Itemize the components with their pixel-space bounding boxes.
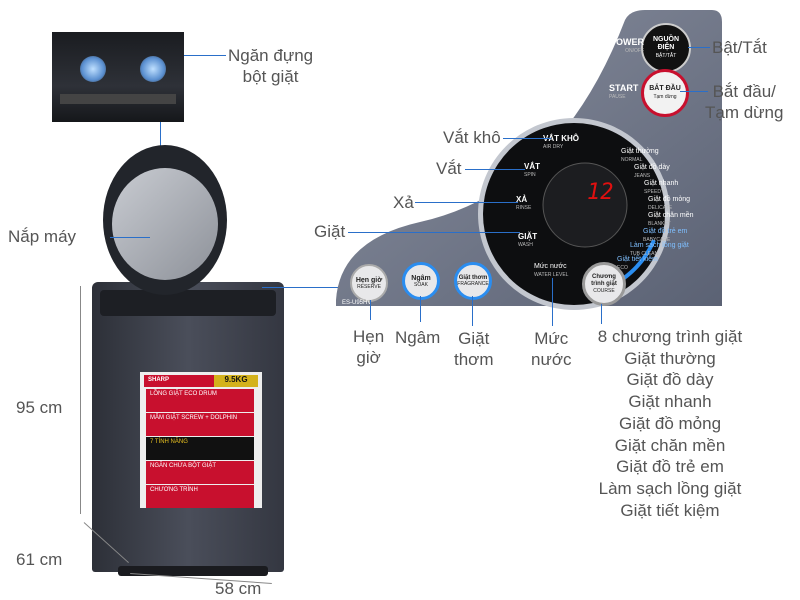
drawer-edge bbox=[60, 94, 176, 104]
height-label: 95 cm bbox=[16, 398, 63, 417]
brand-bar: SHARP 9.5KG bbox=[144, 375, 258, 387]
callout-line bbox=[465, 169, 525, 170]
height-dimension-line bbox=[80, 286, 81, 514]
label-section: MÂM GIẶT SCREW + DOLPHIN bbox=[146, 413, 254, 436]
course-callout-item: Giặt đồ trẻ em bbox=[616, 457, 724, 477]
label-section: LỒNG GIẶT ECO DRUM bbox=[146, 389, 254, 412]
callout-line bbox=[503, 138, 551, 139]
start-callout: Bắt đầu/Tạm dừng bbox=[705, 82, 784, 122]
machine-top-opening bbox=[100, 290, 276, 316]
lid-label: Nắp máy bbox=[8, 227, 77, 246]
callout-line bbox=[688, 47, 710, 48]
course-callout-item: Giặt chăn mền bbox=[614, 435, 726, 455]
callout-line bbox=[552, 278, 553, 326]
callout-line bbox=[472, 296, 473, 326]
callout-line bbox=[420, 296, 421, 322]
label-section: CHƯƠNG TRÌNH bbox=[146, 485, 254, 508]
course-callout-item: Giặt tiết kiệm bbox=[620, 500, 720, 520]
brand-text: SHARP bbox=[148, 377, 170, 383]
course-callout-item: Giặt đồ dày bbox=[626, 370, 714, 390]
callout-line bbox=[680, 91, 708, 92]
callout-line bbox=[184, 55, 226, 56]
led-display: 12 bbox=[587, 180, 614, 205]
front-label: SHARP 9.5KG LỒNG GIẶT ECO DRUM MÂM GIẶT … bbox=[140, 372, 262, 508]
depth-label: 61 cm bbox=[16, 550, 63, 569]
lid-glass bbox=[112, 168, 218, 280]
course-callout-item: Giặt nhanh bbox=[628, 392, 712, 412]
width-label: 58 cm bbox=[215, 579, 262, 598]
rinse-callout: Xả bbox=[393, 193, 414, 212]
callout-line bbox=[415, 202, 518, 203]
wash-callout: Giặt bbox=[314, 222, 346, 241]
capacity-badge: 9.5KG bbox=[214, 375, 258, 387]
label-section: NGĂN CHỨA BỘT GIẶT bbox=[146, 461, 254, 484]
course-callout-item: Làm sạch lồng giặt bbox=[598, 478, 742, 498]
soak-callout: Ngâm bbox=[395, 328, 441, 347]
callout-line bbox=[262, 287, 342, 288]
model-number: ES-U95HV bbox=[342, 300, 372, 306]
course-callout-item: Giặt đồ mỏng bbox=[618, 413, 722, 433]
air-dry-callout: Vắt khô bbox=[443, 128, 501, 147]
course-callout-list: 8 chương trình giặt Giặt thường Giặt đồ … bbox=[575, 326, 765, 521]
course-callout-title: 8 chương trình giặt bbox=[597, 327, 743, 346]
drawer-cap-right bbox=[140, 56, 166, 82]
callout-line bbox=[370, 300, 371, 320]
callout-line bbox=[110, 237, 150, 238]
drawer-cap-left bbox=[80, 56, 106, 82]
spin-callout: Vắt bbox=[436, 159, 462, 178]
machine-base bbox=[118, 566, 268, 576]
power-callout: Bật/Tắt bbox=[712, 38, 767, 57]
callout-line bbox=[601, 304, 602, 324]
label-section: 7 TÍNH NĂNG bbox=[146, 437, 254, 460]
detergent-drawer-photo bbox=[52, 32, 184, 122]
course-callout-item: Giặt thường bbox=[624, 348, 716, 368]
callout-line bbox=[348, 232, 520, 233]
